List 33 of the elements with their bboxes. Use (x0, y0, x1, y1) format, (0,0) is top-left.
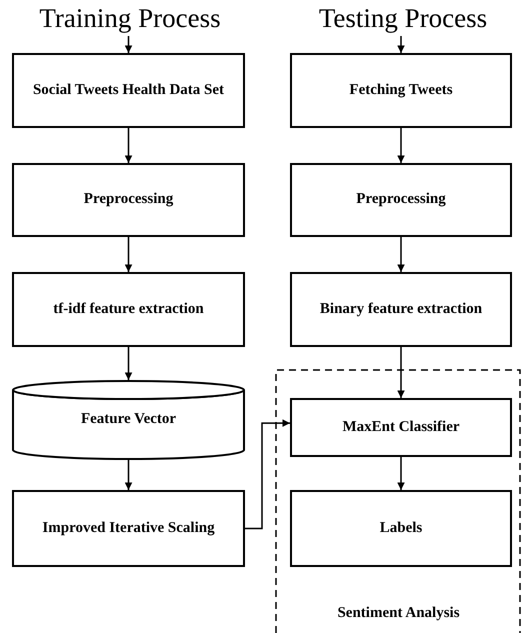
process-box (12, 272, 245, 347)
box-label: Binary feature extraction (318, 300, 484, 319)
process-box (290, 490, 512, 567)
process-box (290, 53, 512, 128)
arrow (124, 128, 132, 163)
box-label: Preprocessing (82, 190, 174, 210)
box-label: Social Tweets Health Data Set (32, 80, 226, 100)
arrow (397, 347, 405, 398)
box-label: Preprocessing (355, 190, 447, 210)
arrow (397, 128, 405, 163)
box-label: Feature Vector (80, 410, 178, 430)
arrow (124, 36, 132, 53)
box-label: Fetching Tweets (348, 80, 454, 100)
arrow (124, 347, 132, 380)
box-label: MaxEnt Classifier (341, 418, 461, 437)
arrow (124, 460, 132, 490)
process-box (290, 163, 512, 237)
process-box (290, 398, 512, 457)
arrow (397, 36, 405, 53)
arrow (397, 237, 405, 272)
box-label: Improved Iterative Scaling (41, 518, 216, 538)
process-box (12, 53, 245, 128)
column-heading: Training Process (39, 2, 221, 34)
column-heading: Testing Process (318, 2, 488, 34)
process-box (12, 163, 245, 237)
region-label: Sentiment Analysis (336, 604, 461, 622)
process-box (290, 272, 512, 347)
process-box (12, 490, 245, 567)
arrow (397, 457, 405, 490)
box-label: Labels (378, 518, 424, 538)
arrow (124, 237, 132, 272)
arrow (245, 419, 290, 530)
box-label: tf-idf feature extraction (52, 300, 205, 319)
